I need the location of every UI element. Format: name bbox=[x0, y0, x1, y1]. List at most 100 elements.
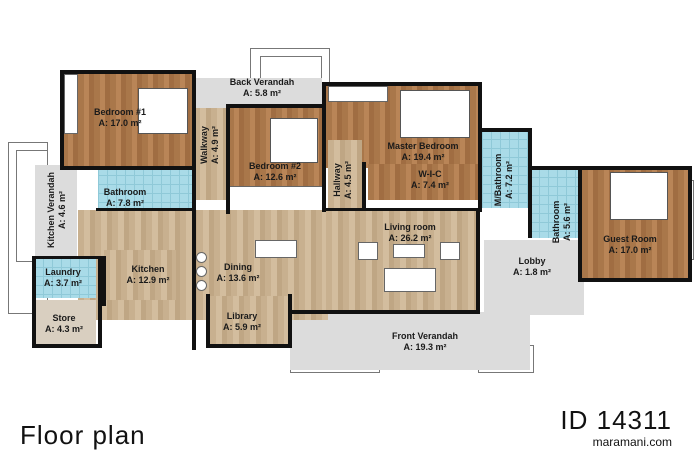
room-area: A: 5.6 m² bbox=[562, 203, 572, 242]
room-label-bedroom-2: Bedroom #2 A: 12.6 m² bbox=[249, 161, 301, 183]
wall bbox=[206, 344, 292, 348]
room-name: Bathroom bbox=[551, 200, 561, 244]
room-label-front-verandah: Front Verandah A: 19.3 m² bbox=[392, 331, 458, 353]
room-area: A: 5.9 m² bbox=[222, 322, 262, 332]
room-label-walkway: Walkway A: 4.9 m² bbox=[199, 126, 221, 164]
sofa bbox=[384, 268, 436, 292]
room-name: Dining bbox=[223, 262, 252, 272]
wall bbox=[226, 104, 326, 108]
wall bbox=[226, 104, 230, 214]
wall bbox=[32, 256, 36, 348]
coffee-table bbox=[393, 244, 425, 258]
wall bbox=[290, 310, 480, 314]
wall bbox=[478, 128, 532, 132]
room-area: A: 1.8 m² bbox=[512, 267, 552, 277]
wall bbox=[60, 166, 196, 170]
kitchen bbox=[104, 250, 176, 300]
room-label-bathroom-1: Bathroom A: 7.8 m² bbox=[104, 187, 147, 209]
room-name: Kitchen Verandah bbox=[46, 171, 56, 249]
bar-stool bbox=[196, 266, 207, 277]
bed bbox=[610, 172, 668, 220]
wall bbox=[60, 70, 64, 170]
room-name: Back Verandah bbox=[229, 77, 295, 87]
website-link[interactable]: maramani.com bbox=[592, 435, 672, 449]
room-area: A: 7.2 m² bbox=[504, 161, 514, 200]
room-name: Living room bbox=[384, 222, 436, 232]
wall bbox=[578, 278, 692, 282]
plan-id: ID 14311 bbox=[560, 405, 672, 435]
room-label-kitchen: Kitchen A: 12.9 m² bbox=[126, 264, 169, 286]
bed bbox=[400, 90, 470, 138]
wall bbox=[32, 344, 102, 348]
wall bbox=[288, 294, 292, 348]
wall bbox=[362, 162, 366, 210]
desk bbox=[328, 86, 388, 102]
wall bbox=[98, 256, 102, 348]
wall bbox=[578, 166, 582, 282]
bathroom-2 bbox=[530, 168, 578, 238]
room-name: Laundry bbox=[45, 267, 81, 277]
back-verandah bbox=[196, 78, 322, 108]
room-area: A: 3.7 m² bbox=[43, 278, 83, 288]
room-area: A: 13.6 m² bbox=[216, 273, 260, 283]
room-label-guest-room: Guest Room A: 17.0 m² bbox=[603, 234, 657, 256]
kitchen-verandah bbox=[35, 165, 77, 257]
wall bbox=[528, 166, 692, 170]
room-label-bathroom-2: Bathroom A: 5.6 m² bbox=[551, 201, 573, 244]
wall bbox=[322, 82, 480, 86]
room-area: A: 7.4 m² bbox=[410, 180, 450, 190]
wall bbox=[326, 208, 482, 211]
wall bbox=[528, 128, 532, 238]
lobby bbox=[484, 240, 584, 315]
room-name: Bedroom #1 bbox=[93, 107, 147, 117]
room-label-laundry: Laundry A: 3.7 m² bbox=[44, 267, 82, 289]
front-verandah bbox=[290, 312, 530, 370]
room-label-master-bedroom: Master Bedroom A: 19.4 m² bbox=[387, 141, 458, 163]
bar-stool bbox=[196, 280, 207, 291]
wall bbox=[96, 208, 196, 211]
bathroom-1 bbox=[98, 166, 192, 208]
room-area: A: 7.8 m² bbox=[105, 198, 144, 208]
room-area: A: 12.6 m² bbox=[253, 172, 297, 182]
walkway bbox=[194, 108, 226, 200]
room-label-hallway: Hallway A: 4.5 m² bbox=[332, 161, 354, 199]
floor-plan: Bedroom #1 A: 17.0 m² Walkway A: 4.9 m² … bbox=[8, 48, 694, 373]
room-area: A: 5.8 m² bbox=[242, 88, 282, 98]
walk-in-closet bbox=[368, 164, 478, 200]
room-label-lobby: Lobby A: 1.8 m² bbox=[513, 256, 551, 278]
room-label-living-room: Living room A: 26.2 m² bbox=[384, 222, 436, 244]
room-area: A: 17.0 m² bbox=[608, 245, 652, 255]
dining-table bbox=[255, 240, 297, 258]
room-area: A: 4.3 m² bbox=[44, 324, 84, 334]
room-name: Kitchen bbox=[131, 264, 165, 274]
room-label-dining: Dining A: 13.6 m² bbox=[216, 262, 259, 284]
room-name: Bathroom bbox=[103, 187, 147, 197]
room-area: A: 26.2 m² bbox=[388, 233, 432, 243]
bar-stool bbox=[196, 252, 207, 263]
room-name: Library bbox=[226, 311, 258, 321]
page-title: Floor plan bbox=[20, 420, 146, 450]
room-name: Bedroom #2 bbox=[248, 161, 302, 171]
room-name: M/Bathroom bbox=[493, 153, 503, 207]
room-label-bedroom-1: Bedroom #1 A: 17.0 m² bbox=[94, 107, 146, 129]
wardrobe bbox=[228, 186, 324, 212]
living-room bbox=[326, 210, 478, 310]
room-name: Lobby bbox=[518, 256, 546, 266]
master-bathroom bbox=[482, 130, 530, 208]
room-area: A: 17.0 m² bbox=[98, 118, 142, 128]
room-label-wic: W-I-C A: 7.4 m² bbox=[411, 169, 449, 191]
room-label-master-bathroom: M/Bathroom A: 7.2 m² bbox=[493, 154, 515, 207]
wall bbox=[206, 294, 210, 348]
room-name: Store bbox=[52, 313, 76, 323]
armchair bbox=[358, 242, 378, 260]
room-name: Front Verandah bbox=[391, 331, 459, 341]
room-area: A: 4.5 m² bbox=[343, 160, 353, 200]
room-area: A: 12.9 m² bbox=[126, 275, 170, 285]
wall bbox=[102, 256, 106, 306]
room-label-library: Library A: 5.9 m² bbox=[223, 311, 261, 333]
room-name: Hallway bbox=[332, 163, 342, 197]
bed bbox=[138, 88, 188, 134]
room-name: Master Bedroom bbox=[387, 141, 459, 151]
laundry bbox=[34, 258, 96, 298]
wall bbox=[60, 70, 196, 74]
